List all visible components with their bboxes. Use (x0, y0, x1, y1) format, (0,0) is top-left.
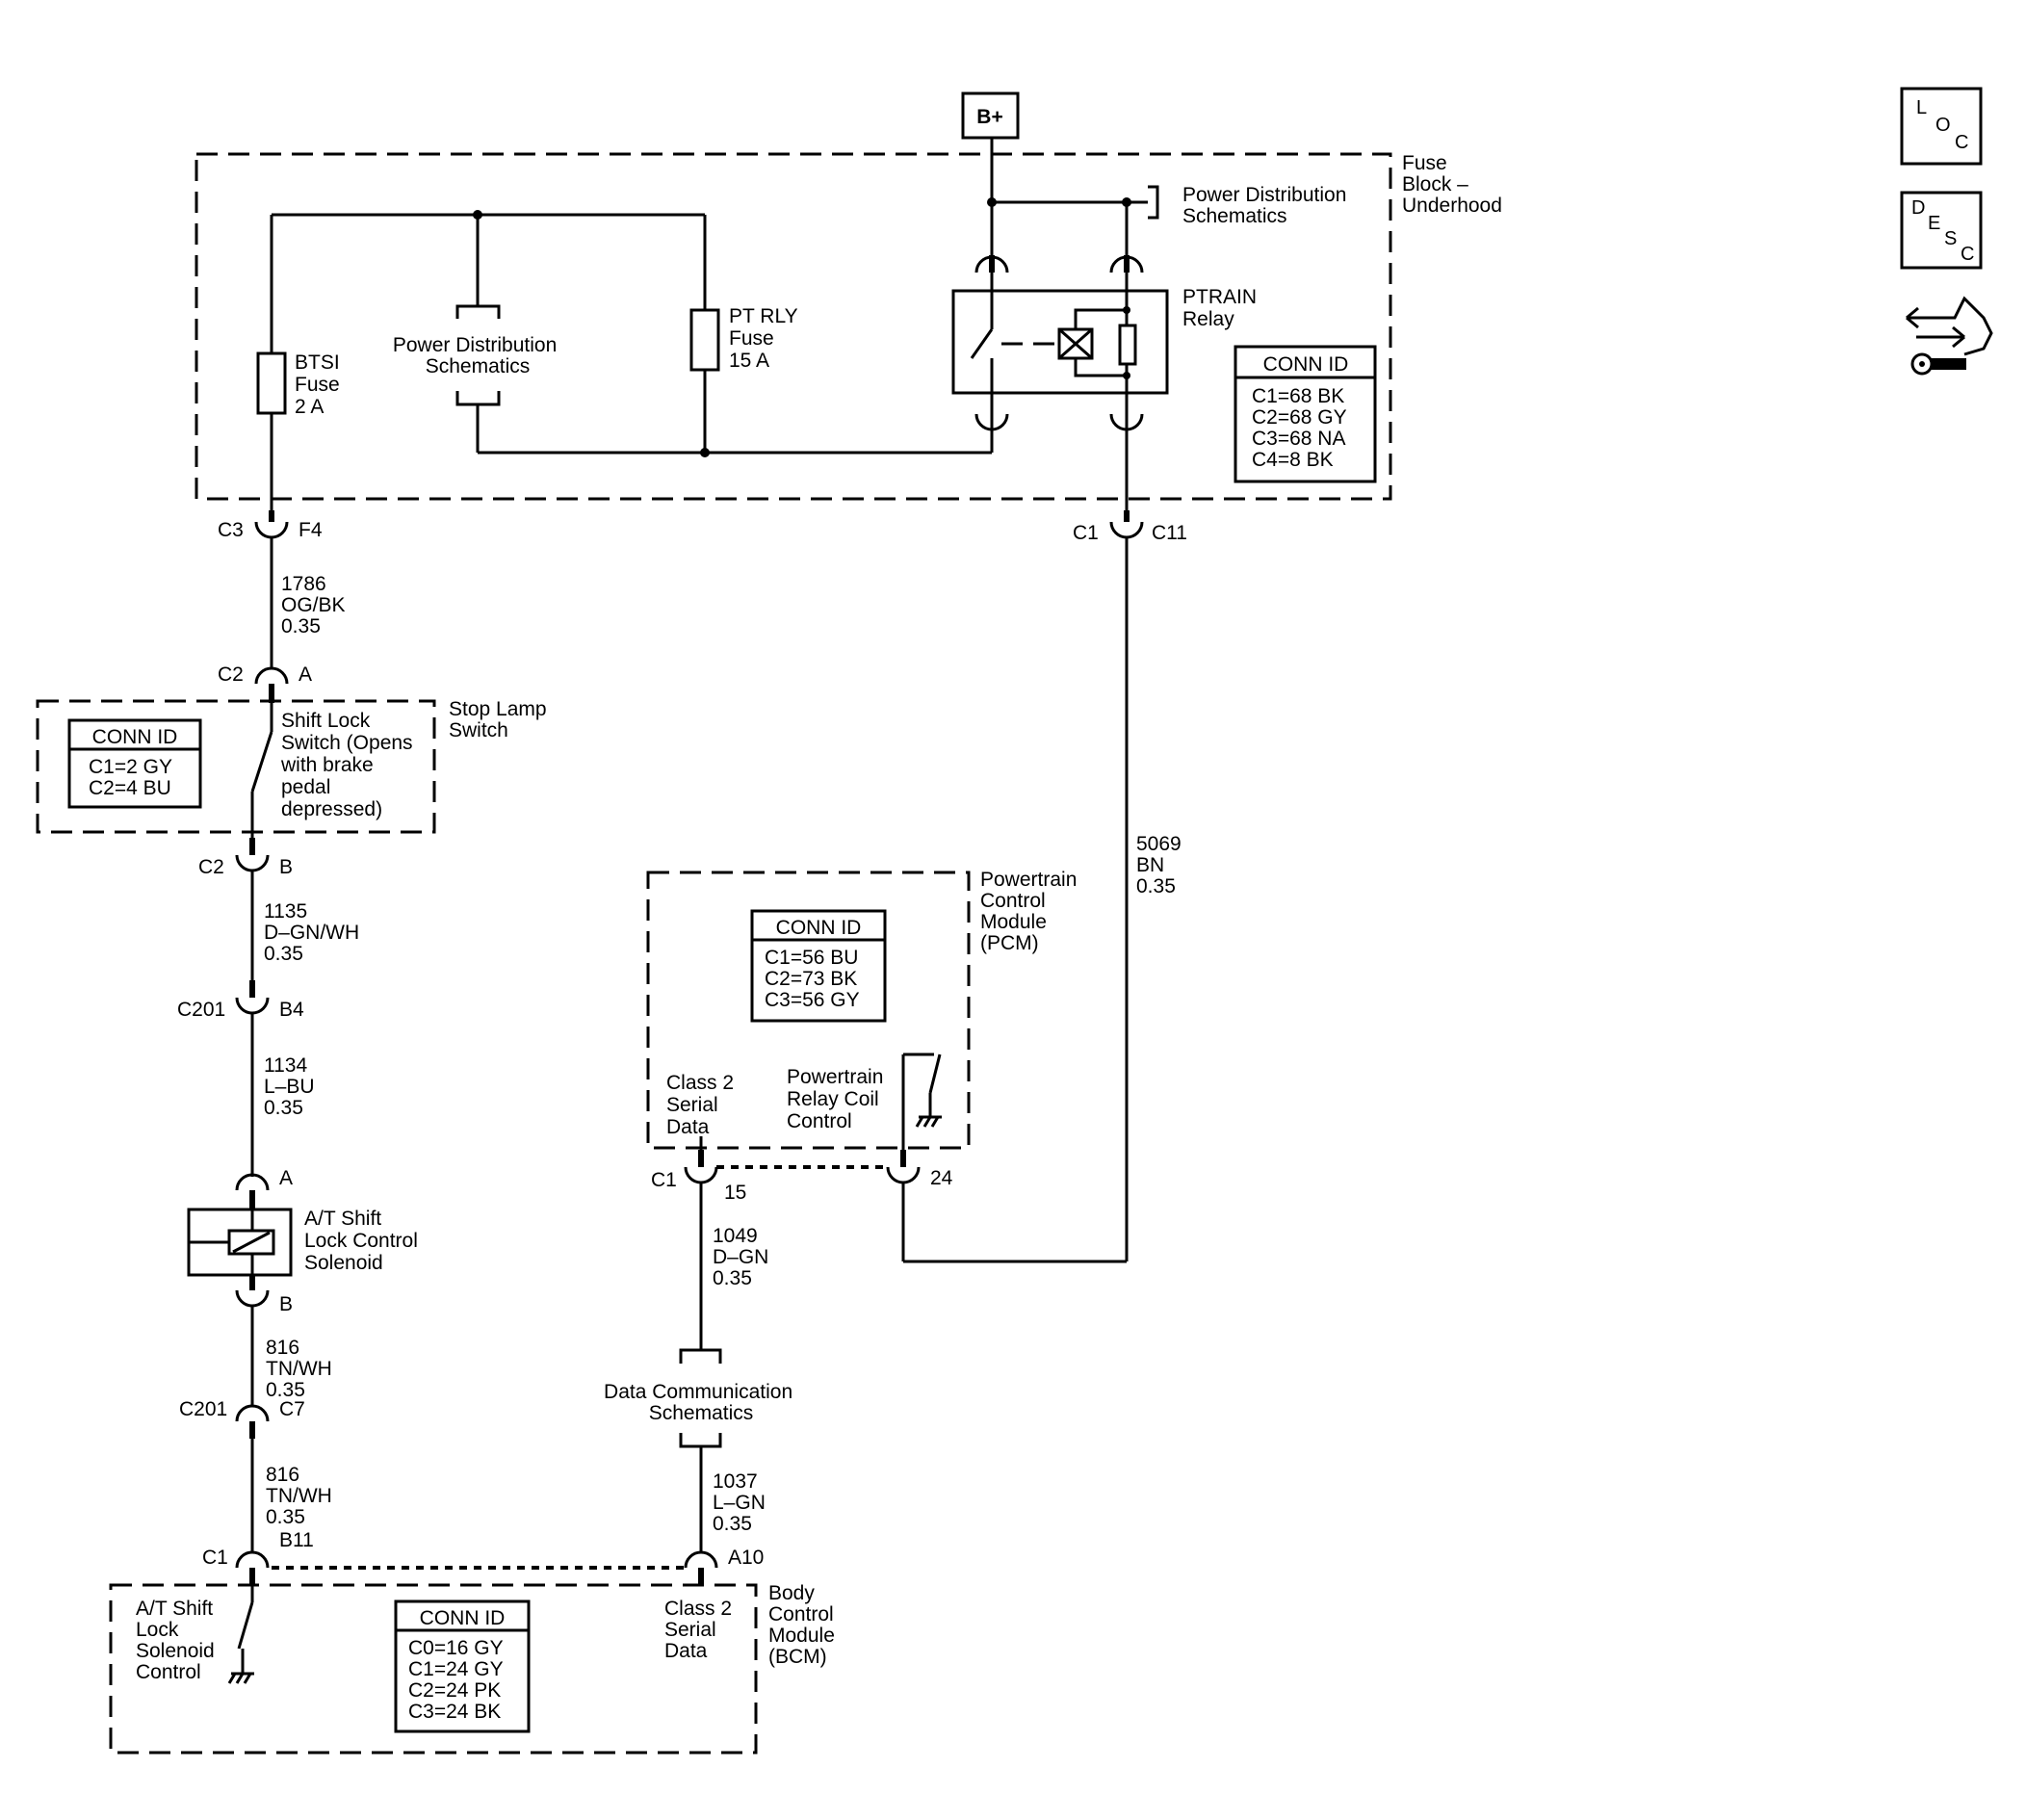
bcm-shift-lock-label: A/T Shift Lock Solenoid Control (136, 1598, 221, 1683)
conn-id-row: C0=16 GY (408, 1637, 504, 1659)
wire-1786-label: 1786 OG/BK 0.35 (281, 573, 351, 637)
connector-label: B (279, 856, 293, 878)
shift-lock-solenoid: A B A/T Shift Lock Control Solenoid (187, 1167, 424, 1315)
power-dist-top-label: Power Distribution Schematics (1182, 184, 1352, 227)
battery-positive-source: B+ (961, 91, 1020, 156)
connector-label: C1 (202, 1547, 228, 1569)
connector-label: B4 (279, 999, 304, 1021)
desc-letter: E (1928, 213, 1940, 234)
connector-c2-b: C2 B (198, 838, 293, 878)
stop-lamp-switch: Stop Lamp Switch Shift Lock Switch (Open… (36, 698, 552, 838)
connector-c201-b4: C201 B4 (177, 980, 304, 1021)
body-control-module: Body Control Module (BCM) A/T Shift Lock… (109, 1582, 841, 1755)
connector-c1-b11: C1 B11 (202, 1529, 314, 1585)
pcm-relay-coil-label: Powertrain Relay Coil Control (787, 1066, 889, 1132)
connector-pcm-24: 24 (886, 1150, 953, 1189)
conn-id-row: C1=56 BU (765, 947, 858, 969)
bcm-title: Body Control Module (BCM) (768, 1582, 841, 1668)
conn-id-row: C1=68 BK (1252, 385, 1344, 407)
wire-1049-label: 1049 D–GN 0.35 (713, 1225, 774, 1289)
wire-1134-label: 1134 L–BU 0.35 (264, 1054, 320, 1119)
pt-rly-fuse-label: PT RLY Fuse 15 A (729, 305, 803, 372)
loc-letter: C (1955, 132, 1968, 153)
connector-label: 15 (724, 1182, 746, 1204)
wire-1135-label: 1135 D–GN/WH 0.35 (264, 900, 365, 965)
conn-id-row: C2=68 GY (1252, 406, 1347, 429)
connector-c3-f4: C3 F4 (218, 510, 323, 541)
conn-id-row: C2=24 PK (408, 1679, 501, 1702)
desc-button[interactable]: D E S C (1900, 191, 1983, 270)
connector-c201-c7: C201 C7 (179, 1398, 305, 1439)
bcm-serial-data-label: Class 2 Serial Data (664, 1598, 738, 1662)
connector-label: C1 (1073, 522, 1099, 544)
conn-id-title: CONN ID (420, 1607, 506, 1629)
connector-label: C201 (179, 1398, 227, 1420)
stop-lamp-title: Stop Lamp Switch (449, 698, 552, 741)
conn-id-row: C3=56 GY (765, 989, 860, 1011)
connector-label: C2 (218, 663, 244, 686)
fuse-block-conn-id-table: CONN ID C1=68 BK C2=68 GY C3=68 NA C4=8 … (1234, 345, 1377, 483)
btsi-fuse (256, 351, 287, 415)
connector-pcm-c1-15: C1 15 (651, 1150, 746, 1204)
fuse-block-title: Fuse Block – Underhood (1402, 152, 1502, 217)
connector-label: C3 (218, 519, 244, 541)
conn-id-row: C4=8 BK (1252, 449, 1334, 471)
connector-label: B11 (279, 1529, 314, 1551)
connector-label: B (279, 1293, 293, 1315)
shift-lock-switch-label: Shift Lock Switch (Opens with brake peda… (280, 710, 418, 820)
conn-id-title: CONN ID (776, 917, 862, 939)
fuse-block-underhood: Fuse Block – Underhood Power Distributio… (195, 152, 1502, 510)
conn-id-row: C2=4 BU (89, 777, 171, 799)
connector-label: A10 (728, 1547, 764, 1569)
connector-label: C1 (651, 1169, 677, 1191)
ptrain-relay: PTRAIN Relay (951, 255, 1262, 510)
btsi-fuse-label: BTSI Fuse 2 A (295, 351, 346, 418)
wire-816b-label: 816 TN/WH 0.35 (266, 1464, 338, 1528)
connector-label: C7 (279, 1398, 305, 1420)
solenoid-label: A/T Shift Lock Control Solenoid (304, 1208, 424, 1274)
power-dist-mid-label: Power Distribution Schematics (393, 334, 562, 377)
ptrain-relay-label: PTRAIN Relay (1182, 286, 1262, 330)
diagnostic-arrows-icon[interactable] (1906, 296, 1993, 376)
loc-letter: O (1935, 115, 1951, 136)
wire-816a-label: 816 TN/WH 0.35 (266, 1337, 338, 1401)
connector-label: C201 (177, 999, 225, 1021)
conn-id-row: C1=24 GY (408, 1658, 504, 1680)
connector-label: 24 (930, 1167, 953, 1189)
conn-id-row: C2=73 BK (765, 968, 857, 990)
connector-label: C11 (1152, 522, 1187, 544)
connector-label: A (299, 663, 312, 686)
connector-label: F4 (299, 519, 323, 541)
connector-label: C2 (198, 856, 224, 878)
powertrain-control-module: Powertrain Control Module (PCM) CONN ID … (646, 869, 1082, 1150)
wire-5069-label: 5069 BN 0.35 (1136, 833, 1187, 897)
conn-id-title: CONN ID (1263, 353, 1349, 376)
stop-lamp-conn-id-table: CONN ID C1=2 GY C2=4 BU (67, 718, 202, 809)
bcm-conn-id-table: CONN ID C0=16 GY C1=24 GY C2=24 PK C3=24… (394, 1599, 531, 1733)
conn-id-row: C3=68 NA (1252, 428, 1345, 450)
wire-1037-label: 1037 L–GN 0.35 (713, 1470, 771, 1535)
data-comm-label: Data Communication Schematics (604, 1381, 798, 1424)
b-plus-label: B+ (976, 106, 1002, 128)
desc-letter: D (1911, 197, 1925, 219)
desc-letter: C (1961, 244, 1974, 265)
conn-id-row: C1=2 GY (89, 756, 172, 778)
data-communication-schematics: Data Communication Schematics (604, 1348, 798, 1448)
connector-label: A (279, 1167, 293, 1189)
pcm-title: Powertrain Control Module (PCM) (980, 869, 1082, 954)
desc-letter: S (1944, 228, 1957, 249)
loc-letter: L (1916, 97, 1927, 118)
conn-id-row: C3=24 BK (408, 1701, 501, 1723)
pcm-serial-data-label: Class 2 Serial Data (666, 1072, 740, 1138)
loc-button[interactable]: L O C (1900, 87, 1983, 166)
connector-c1-c11: C1 C11 (1073, 510, 1187, 544)
connector-a10: A10 (684, 1547, 764, 1585)
pcm-conn-id-table: CONN ID C1=56 BU C2=73 BK C3=56 GY (750, 909, 887, 1023)
conn-id-title: CONN ID (92, 726, 178, 748)
pt-rly-fuse (689, 308, 720, 372)
connector-c2-a: C2 A (218, 663, 312, 703)
